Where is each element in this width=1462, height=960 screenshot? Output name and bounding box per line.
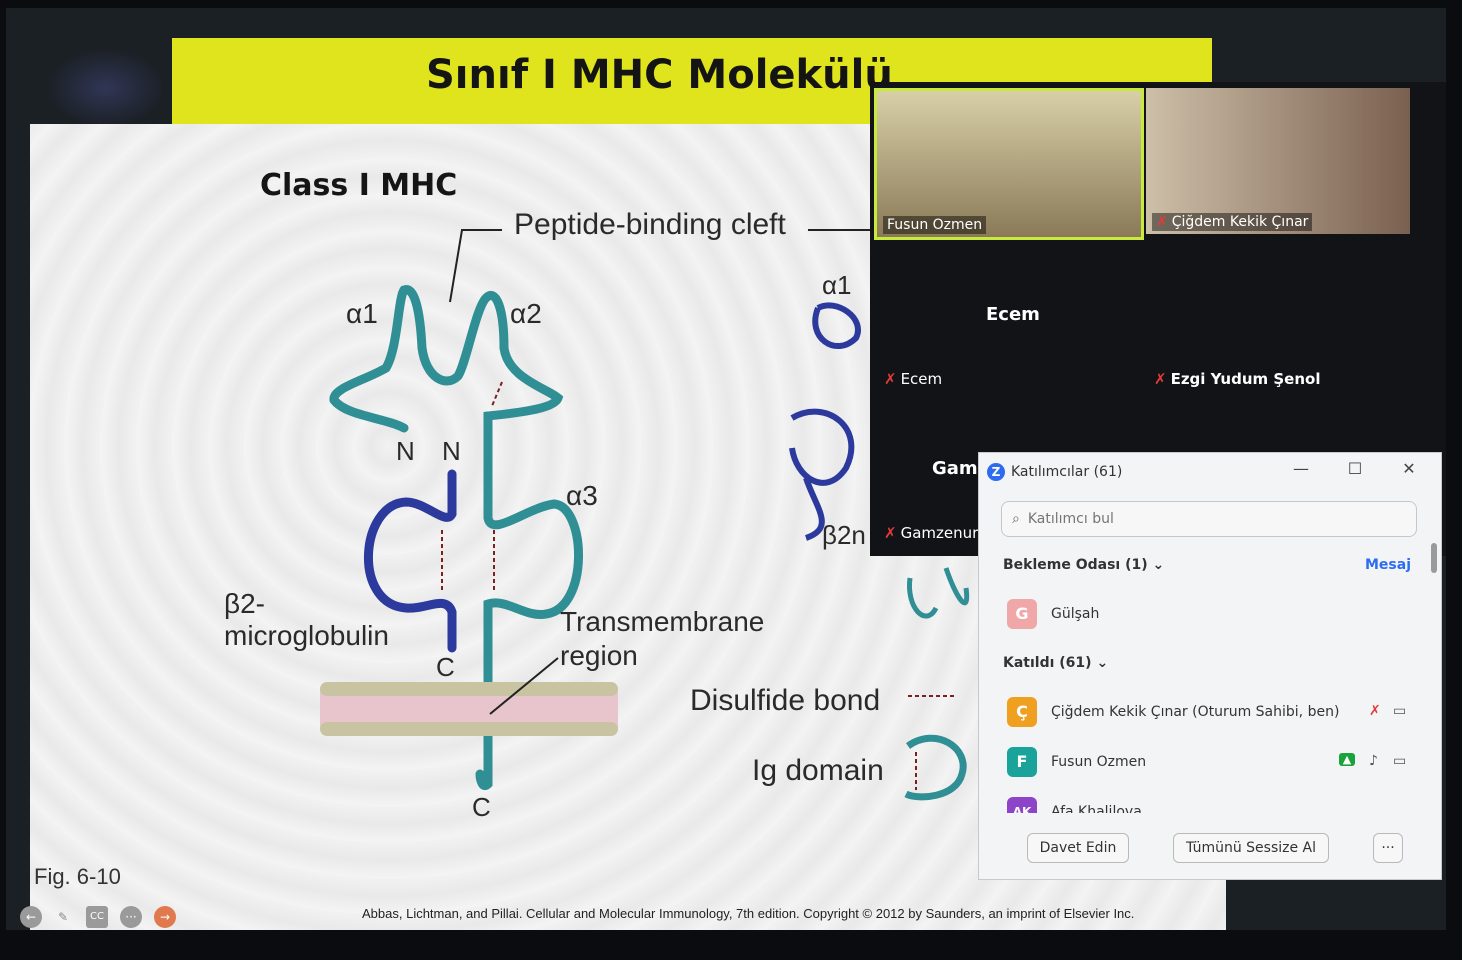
label-alpha1: α1 <box>346 298 378 329</box>
zoom-logo-icon: Z <box>987 463 1005 481</box>
participant-name: Gülşah <box>1051 606 1100 622</box>
disulfide-bond-a2 <box>491 381 503 407</box>
waiting-room-header[interactable]: Bekleme Odası (1) ⌄ <box>1003 557 1164 573</box>
video-tile-gamzenur[interactable]: ✗Gamzenur <box>884 524 978 542</box>
label-right-alpha1: α1 <box>822 270 852 300</box>
mic-icon[interactable]: ♪ <box>1369 753 1378 769</box>
mic-muted-icon: ✗ <box>1154 370 1167 388</box>
participant-row-afa[interactable]: AK Afa Khalilova <box>1007 795 1142 813</box>
pen-icon[interactable]: ✎ <box>57 910 69 924</box>
ribbon-structure <box>789 302 861 541</box>
transmembrane-leader <box>489 657 559 715</box>
avatar: G <box>1007 599 1037 629</box>
video-tile-cigdem[interactable]: ✗Çiğdem Kekik Çınar <box>1146 88 1410 234</box>
participant-row-fusun[interactable]: F Fusun Ozmen <box>1007 745 1146 779</box>
participant-search-input[interactable] <box>1025 510 1390 528</box>
mute-all-button[interactable]: Tümünü Sessize Al <box>1173 833 1329 863</box>
figure-number: Fig. 6-10 <box>34 864 121 889</box>
video-tile-ezgi[interactable]: ✗Ezgi Yudum Şenol <box>1154 370 1320 388</box>
label-n-terminus-beta: N <box>442 436 461 466</box>
captions-icon[interactable]: CC <box>86 906 108 928</box>
screen: Sınıf I MHC Molekülü Class I MHC Peptide… <box>6 8 1446 930</box>
scrollbar[interactable] <box>1431 543 1437 573</box>
maximize-icon[interactable]: ☐ <box>1347 459 1363 478</box>
beta2-microglobulin-chain <box>363 469 457 653</box>
participant-row-cigdem[interactable]: Ç Çiğdem Kekik Çınar (Oturum Sahibi, ben… <box>1007 695 1339 729</box>
waiting-room-label: Bekleme Odası (1) <box>1003 557 1148 573</box>
slide-citation: Abbas, Lichtman, and Pillai. Cellular an… <box>362 906 1135 921</box>
avatar: AK <box>1007 797 1037 813</box>
avatar: F <box>1007 747 1037 777</box>
legend-disulfide-label: Disulfide bond <box>690 684 881 717</box>
membrane-head-top <box>320 682 618 696</box>
participants-window: Z Katılımcılar (61) — ☐ ✕ ⌕ Bekleme Odas… <box>978 452 1442 880</box>
ribbon-structure-teal <box>907 567 970 619</box>
participant-name: Çiğdem Kekik Çınar (Oturum Sahibi, ben) <box>1051 704 1340 720</box>
waiting-participant-gulsah[interactable]: G Gülşah <box>1007 597 1099 631</box>
video-camera-icon[interactable]: ▭ <box>1393 753 1407 769</box>
label-c-terminus-alpha: C <box>472 792 491 822</box>
close-icon[interactable]: ✕ <box>1402 459 1416 478</box>
tile-name-fusun: Fusun Ozmen <box>883 216 987 234</box>
legend-ig-domain-label: Ig domain <box>752 754 884 787</box>
class-title: Class I MHC <box>260 168 458 203</box>
joined-label: Katıldı (61) <box>1003 655 1092 671</box>
tile-name-cigdem: Çiğdem Kekik Çınar <box>1171 214 1309 230</box>
participant-name: Afa Khalilova <box>1051 804 1142 813</box>
minimize-icon[interactable]: — <box>1293 459 1309 478</box>
peptide-cleft-leader <box>449 229 502 303</box>
participant-name: Fusun Ozmen <box>1051 754 1147 770</box>
label-right-beta2: β2n <box>822 520 866 550</box>
university-logo <box>46 48 166 128</box>
participant-row-afa-clip: AK Afa Khalilova <box>979 789 1441 813</box>
search-icon: ⌕ <box>1012 511 1020 527</box>
mic-muted-icon: ✗ <box>884 524 897 542</box>
label-beta2-line1: β2- <box>224 588 266 619</box>
label-transmembrane-line2: region <box>560 640 638 671</box>
label-beta2-line2: microglobulin <box>224 620 389 651</box>
video-camera-icon[interactable]: ▭ <box>1393 703 1407 719</box>
more-button[interactable]: ··· <box>1373 833 1403 863</box>
tile-name-gamzenur: Gamzenur <box>900 524 979 542</box>
share-screen-icon: ▲ <box>1339 753 1355 766</box>
joined-header[interactable]: Katıldı (61) ⌄ <box>1003 655 1108 671</box>
tile-name-ezgi: Ezgi Yudum Şenol <box>1170 370 1321 388</box>
avatar: Ç <box>1007 697 1037 727</box>
label-alpha2: α2 <box>510 298 542 329</box>
forward-arrow-icon[interactable]: → <box>154 906 176 928</box>
slide-title: Sınıf I MHC Molekülü <box>426 52 893 98</box>
mic-muted-icon[interactable]: ✗ <box>1369 703 1381 719</box>
legend-ig-domain <box>904 734 967 801</box>
mic-muted-icon: ✗ <box>884 370 897 388</box>
label-n-terminus-alpha: N <box>396 436 415 466</box>
mic-muted-icon: ✗ <box>1156 214 1168 230</box>
alpha-chain <box>329 285 583 791</box>
label-peptide-cleft: Peptide-binding cleft <box>514 208 786 241</box>
membrane-head-bottom <box>320 722 618 736</box>
label-alpha3: α3 <box>566 480 598 511</box>
mhc-diagram <box>320 229 970 801</box>
video-tile-fusun[interactable]: Fusun Ozmen <box>874 88 1144 240</box>
back-arrow-icon[interactable]: ← <box>20 906 42 928</box>
label-transmembrane-line1: Transmembrane <box>560 606 765 637</box>
tile-center-ecem: Ecem <box>986 304 1040 325</box>
chevron-down-icon: ⌄ <box>1152 557 1165 573</box>
participant-search[interactable]: ⌕ <box>1001 501 1417 537</box>
video-tile-ecem[interactable]: ✗Ecem <box>884 370 942 388</box>
more-options-icon[interactable]: ··· <box>120 906 142 928</box>
chevron-down-icon: ⌄ <box>1096 655 1109 671</box>
message-link[interactable]: Mesaj <box>1364 557 1411 573</box>
invite-button[interactable]: Davet Edin <box>1027 833 1129 863</box>
label-c-terminus-beta: C <box>436 652 455 682</box>
tile-center-gamzenur: Gam <box>932 458 978 479</box>
participants-window-title: Katılımcılar (61) <box>1011 464 1123 480</box>
tile-name-ecem: Ecem <box>900 370 943 388</box>
